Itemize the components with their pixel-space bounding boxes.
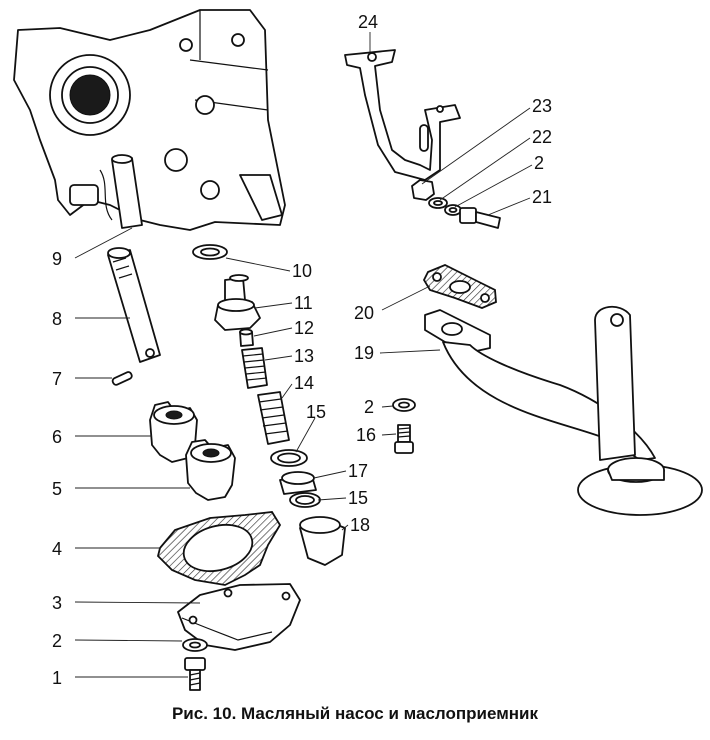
driven-gear-drawing [185, 439, 236, 501]
oil-pickup-drawing [424, 306, 703, 516]
callout-20: 20 [354, 303, 374, 323]
callout-11: 11 [294, 293, 313, 313]
callout-2-lower: 2 [52, 631, 62, 651]
middle-washer-drawing [392, 398, 416, 412]
engine-block-drawing [13, 9, 286, 231]
callout-5: 5 [52, 479, 62, 499]
callout-3: 3 [52, 593, 62, 613]
callout-2-middle: 2 [364, 397, 374, 417]
valve-stack-drawing [192, 244, 346, 566]
callout-24: 24 [358, 12, 378, 32]
callout-8: 8 [52, 309, 62, 329]
lower-bolt-drawing [184, 657, 206, 691]
driving-gear-drawing [149, 401, 198, 463]
flange-gasket-drawing [422, 264, 497, 309]
callout-22: 22 [532, 127, 552, 147]
callout-13: 13 [294, 346, 314, 366]
callout-16: 16 [356, 425, 376, 445]
callout-2-upper: 2 [534, 153, 544, 173]
callout-9: 9 [52, 249, 62, 269]
callout-labels: 1 2 3 4 5 6 7 8 9 10 11 12 13 14 15 15 1… [52, 12, 552, 688]
callout-18: 18 [350, 515, 370, 535]
figure-caption: Рис. 10. Масляный насос и маслоприемник [171, 704, 539, 723]
callout-15-lower: 15 [348, 488, 368, 508]
pin-drawing [111, 371, 133, 386]
callout-12: 12 [294, 318, 314, 338]
pump-gasket-drawing [157, 511, 282, 586]
callout-14: 14 [294, 373, 314, 393]
callout-4: 4 [52, 539, 62, 559]
bracket-drawing [344, 49, 461, 181]
callout-19: 19 [354, 343, 374, 363]
callout-23: 23 [532, 96, 552, 116]
callout-7: 7 [52, 369, 62, 389]
callout-17: 17 [348, 461, 368, 481]
leader-lines [74, 32, 533, 678]
upper-fasteners-drawing [411, 179, 501, 229]
drive-shaft-drawing [107, 247, 161, 363]
middle-bolt-drawing [394, 424, 414, 454]
callout-10: 10 [292, 261, 312, 281]
callout-1: 1 [52, 668, 62, 688]
lower-washer-drawing [182, 638, 208, 652]
callout-15-upper: 15 [306, 402, 326, 422]
callout-21: 21 [532, 187, 552, 207]
callout-6: 6 [52, 427, 62, 447]
